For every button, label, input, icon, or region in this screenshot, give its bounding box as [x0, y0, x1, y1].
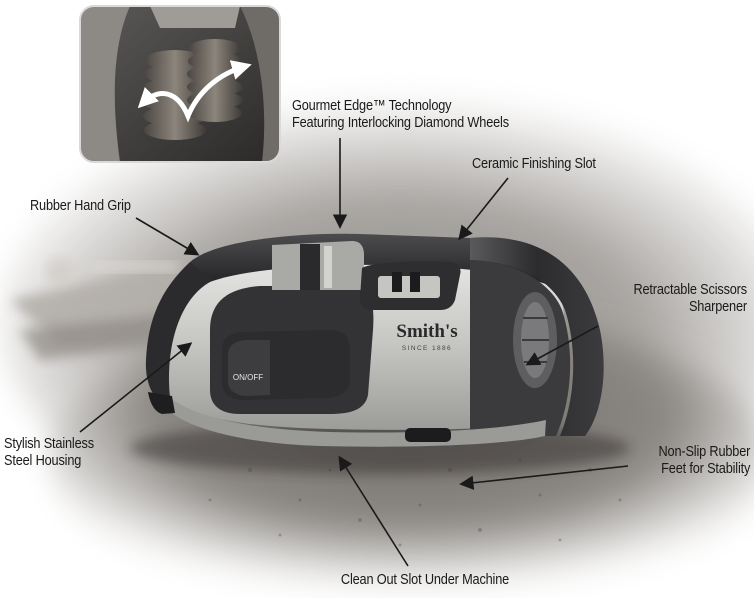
callout-scissors: Retractable Scissors Sharpener [633, 282, 748, 316]
smiths-logo: Smith's [396, 321, 457, 342]
callout-housing-line1: Stylish Stainless [4, 436, 94, 452]
knife-sharpener: ON/OFF Smith's SINCE 1886 [145, 233, 604, 447]
smiths-tagline: SINCE 1886 [402, 345, 452, 352]
callout-ceramic-slot: Ceramic Finishing Slot [472, 156, 596, 173]
callout-arrows [79, 138, 629, 567]
callout-housing-line2: Steel Housing [4, 453, 82, 469]
callout-scissors-line1: Retractable Scissors [633, 282, 748, 298]
scissors-arrow [525, 325, 599, 366]
callout-hand-grip-line1: Rubber Hand Grip [30, 198, 131, 214]
rubber-foot [405, 428, 451, 442]
hand-grip-arrow [135, 217, 200, 256]
callout-gourmet-edge-line1: Gourmet Edge™ Technology [292, 98, 452, 114]
callout-gourmet-edge-line2: Featuring Interlocking Diamond Wheels [292, 115, 509, 131]
wheels-inset [79, 5, 281, 163]
callout-hand-grip: Rubber Hand Grip [30, 198, 131, 215]
clean-out-arrow [338, 455, 409, 567]
housing-arrow [79, 342, 193, 433]
double-curved-arrow-icon [137, 60, 252, 123]
callout-feet-line1: Non-Slip Rubber [658, 444, 750, 460]
feet-arrow [459, 465, 629, 490]
callout-gourmet-edge: Gourmet Edge™ Technology Featuring Inter… [292, 98, 509, 132]
callout-housing: Stylish Stainless Steel Housing [4, 436, 94, 470]
callout-scissors-line2: Sharpener [688, 299, 747, 315]
callout-feet: Non-Slip Rubber Feet for Stability [658, 444, 750, 478]
ceramic-slot-arrow [458, 177, 509, 241]
callout-feet-line2: Feet for Stability [660, 461, 750, 477]
callout-ceramic-slot-line1: Ceramic Finishing Slot [472, 156, 596, 172]
callout-clean-out: Clean Out Slot Under Machine [324, 572, 526, 589]
on-off-button-label: ON/OFF [233, 373, 263, 382]
callout-clean-out-line1: Clean Out Slot Under Machine [340, 572, 510, 588]
